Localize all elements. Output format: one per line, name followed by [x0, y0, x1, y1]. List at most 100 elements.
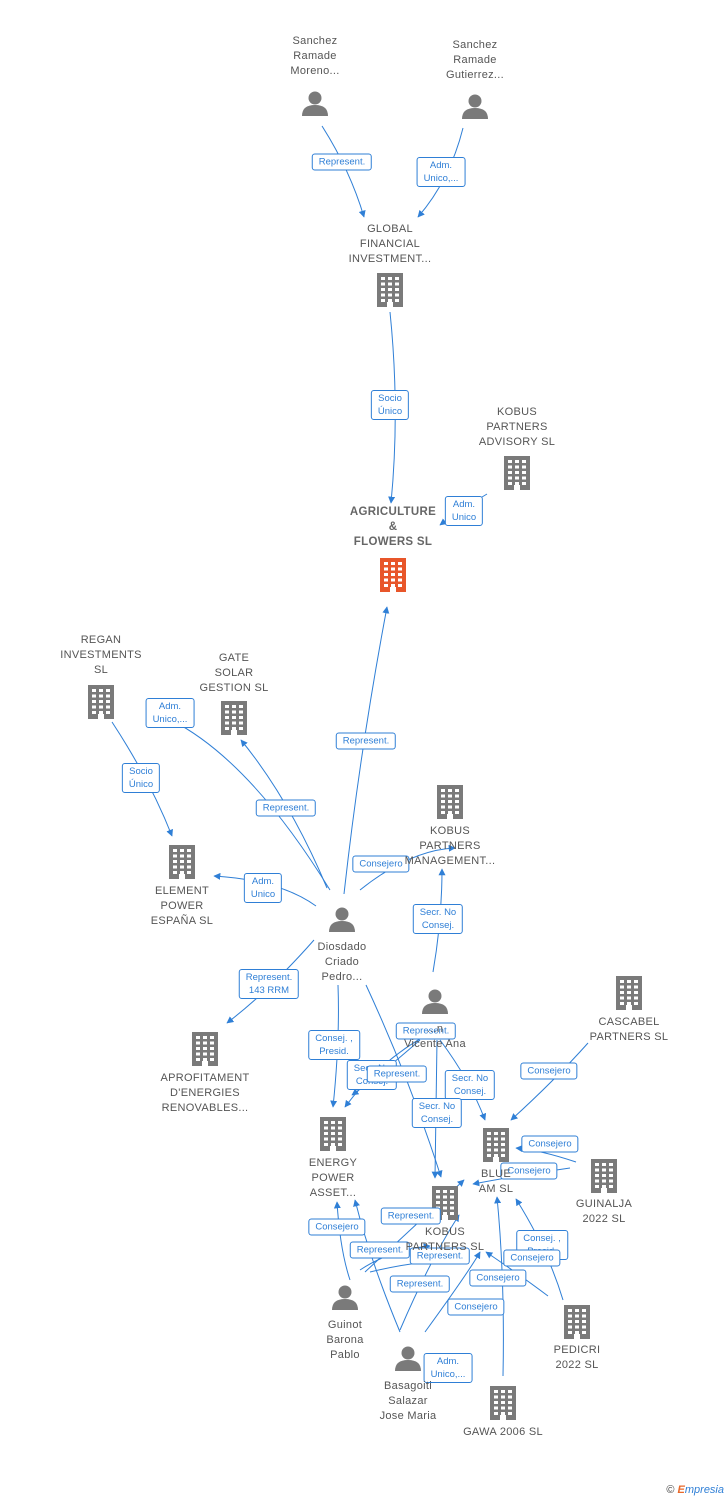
building-icon-gate_solar[interactable] [221, 701, 247, 735]
edge-label[interactable]: Represent. [409, 1247, 471, 1265]
edge-label-line: Represent. [245, 972, 293, 983]
building-icon-gawa[interactable] [490, 1386, 516, 1420]
building-icon-cascabel[interactable] [616, 976, 642, 1010]
edge-label[interactable]: Consejero [352, 855, 410, 873]
edge-label[interactable]: Consejero [447, 1298, 505, 1316]
person-icon-guinot[interactable] [332, 1285, 358, 1311]
edge-diosdado-to-regan [170, 719, 331, 891]
building-icon-kobus_management[interactable] [437, 785, 463, 819]
edge-label[interactable]: Represent. [349, 1241, 411, 1259]
node-label-line: PARTNERS [419, 840, 481, 852]
building-icon-energy_power[interactable] [320, 1117, 346, 1151]
edge-label-line: Unico,... [152, 714, 188, 725]
node-label-line: PARTNERS SL [589, 1031, 669, 1043]
edge-label[interactable]: Consejero [520, 1062, 578, 1080]
edge-label[interactable]: Represent. [335, 732, 397, 750]
edge-label[interactable]: Represent. [255, 799, 317, 817]
edge-label[interactable]: Adm. Unico [444, 496, 484, 526]
edge-label[interactable]: Represent. [395, 1022, 457, 1040]
edge-label[interactable]: Consej. ,Presid. [308, 1030, 360, 1060]
node-label-cascabel[interactable]: CASCABEL PARTNERS SL [554, 1015, 704, 1045]
node-label-line: 2022 SL [555, 1359, 599, 1371]
edge-label-line: Adm. [429, 160, 453, 171]
building-icon-pedicri[interactable] [564, 1305, 590, 1339]
node-label-line: Guinot [327, 1319, 363, 1331]
edge-label[interactable]: Consejero [503, 1249, 561, 1267]
edge-label[interactable]: Adm.Unico,... [423, 1353, 473, 1383]
building-icon-kobus_advisory[interactable] [504, 456, 530, 490]
edge-label[interactable]: Consejero [308, 1218, 366, 1236]
brand-initial: E [677, 1484, 685, 1496]
edge-sanchez_moreno-to-global_financial [321, 125, 366, 218]
edge-label-line: Adm. [452, 499, 476, 510]
node-label-line: Moreno... [290, 65, 340, 77]
building-icon-blue_am[interactable] [483, 1128, 509, 1162]
edge-label[interactable]: Adm.Unico,... [145, 698, 195, 728]
person-icon-vicente[interactable] [422, 989, 448, 1015]
edge-label-line: Socio [378, 393, 402, 404]
edge-label[interactable]: Consejero [469, 1269, 527, 1287]
node-label-gawa[interactable]: GAWA 2006 SL [428, 1425, 578, 1440]
edge-guinot-to-energy_power [333, 1201, 351, 1281]
edge-label-line: Secr. No [418, 1101, 456, 1112]
person-icon-sanchez_moreno[interactable] [302, 91, 328, 117]
edge-label[interactable]: Represent.143 RRM [238, 969, 300, 999]
edge-label-line: Consej. [453, 1086, 487, 1097]
building-icon-element_power[interactable] [169, 845, 195, 879]
node-label-line: Salazar [388, 1395, 428, 1407]
edge-label[interactable]: Consejero [500, 1162, 558, 1180]
building-icon-regan[interactable] [88, 685, 114, 719]
building-icon-aprofitament[interactable] [192, 1032, 218, 1066]
node-label-line: & [388, 521, 398, 533]
edge-label[interactable]: Represent. [380, 1207, 442, 1225]
node-label-line: Criado [324, 956, 360, 968]
edge-label-line: Unico,... [423, 173, 459, 184]
person-icon-basagoiti[interactable] [395, 1346, 421, 1372]
node-label-line: ESPAÑA SL [150, 915, 214, 927]
node-label-line: D'ENERGIES [170, 1087, 240, 1099]
node-label-line: KOBUS [429, 825, 470, 837]
edge-label-line: Consej. [421, 920, 455, 931]
edge-label[interactable]: Consejero [521, 1135, 579, 1153]
edge-label[interactable]: Adm. Unico,... [416, 157, 466, 187]
edge-label-line: Unico [451, 512, 477, 523]
building-icon-guinalja[interactable] [591, 1159, 617, 1193]
person-icon-diosdado[interactable] [329, 907, 355, 933]
node-label-line: KOBUS [496, 406, 537, 418]
edge-label[interactable]: Represent. [389, 1275, 451, 1293]
node-label-line: CASCABEL [598, 1016, 660, 1028]
building-icon-global_financial[interactable] [377, 273, 403, 307]
edge-label[interactable]: Represent. [366, 1065, 428, 1083]
building-icon-agriculture[interactable] [380, 558, 406, 592]
edge-label[interactable]: Adm.Unico [243, 873, 283, 903]
node-label-line: Basagoiti [384, 1380, 432, 1392]
node-label-agriculture[interactable]: AGRICULTURE&FLOWERS SL [318, 505, 468, 550]
person-icon-sanchez_gutierrez[interactable] [462, 94, 488, 120]
edge-label-line: Consejero [527, 1065, 571, 1077]
edge-label-line: Represent. [402, 1025, 450, 1037]
edge-label[interactable]: Represent. [311, 153, 373, 171]
